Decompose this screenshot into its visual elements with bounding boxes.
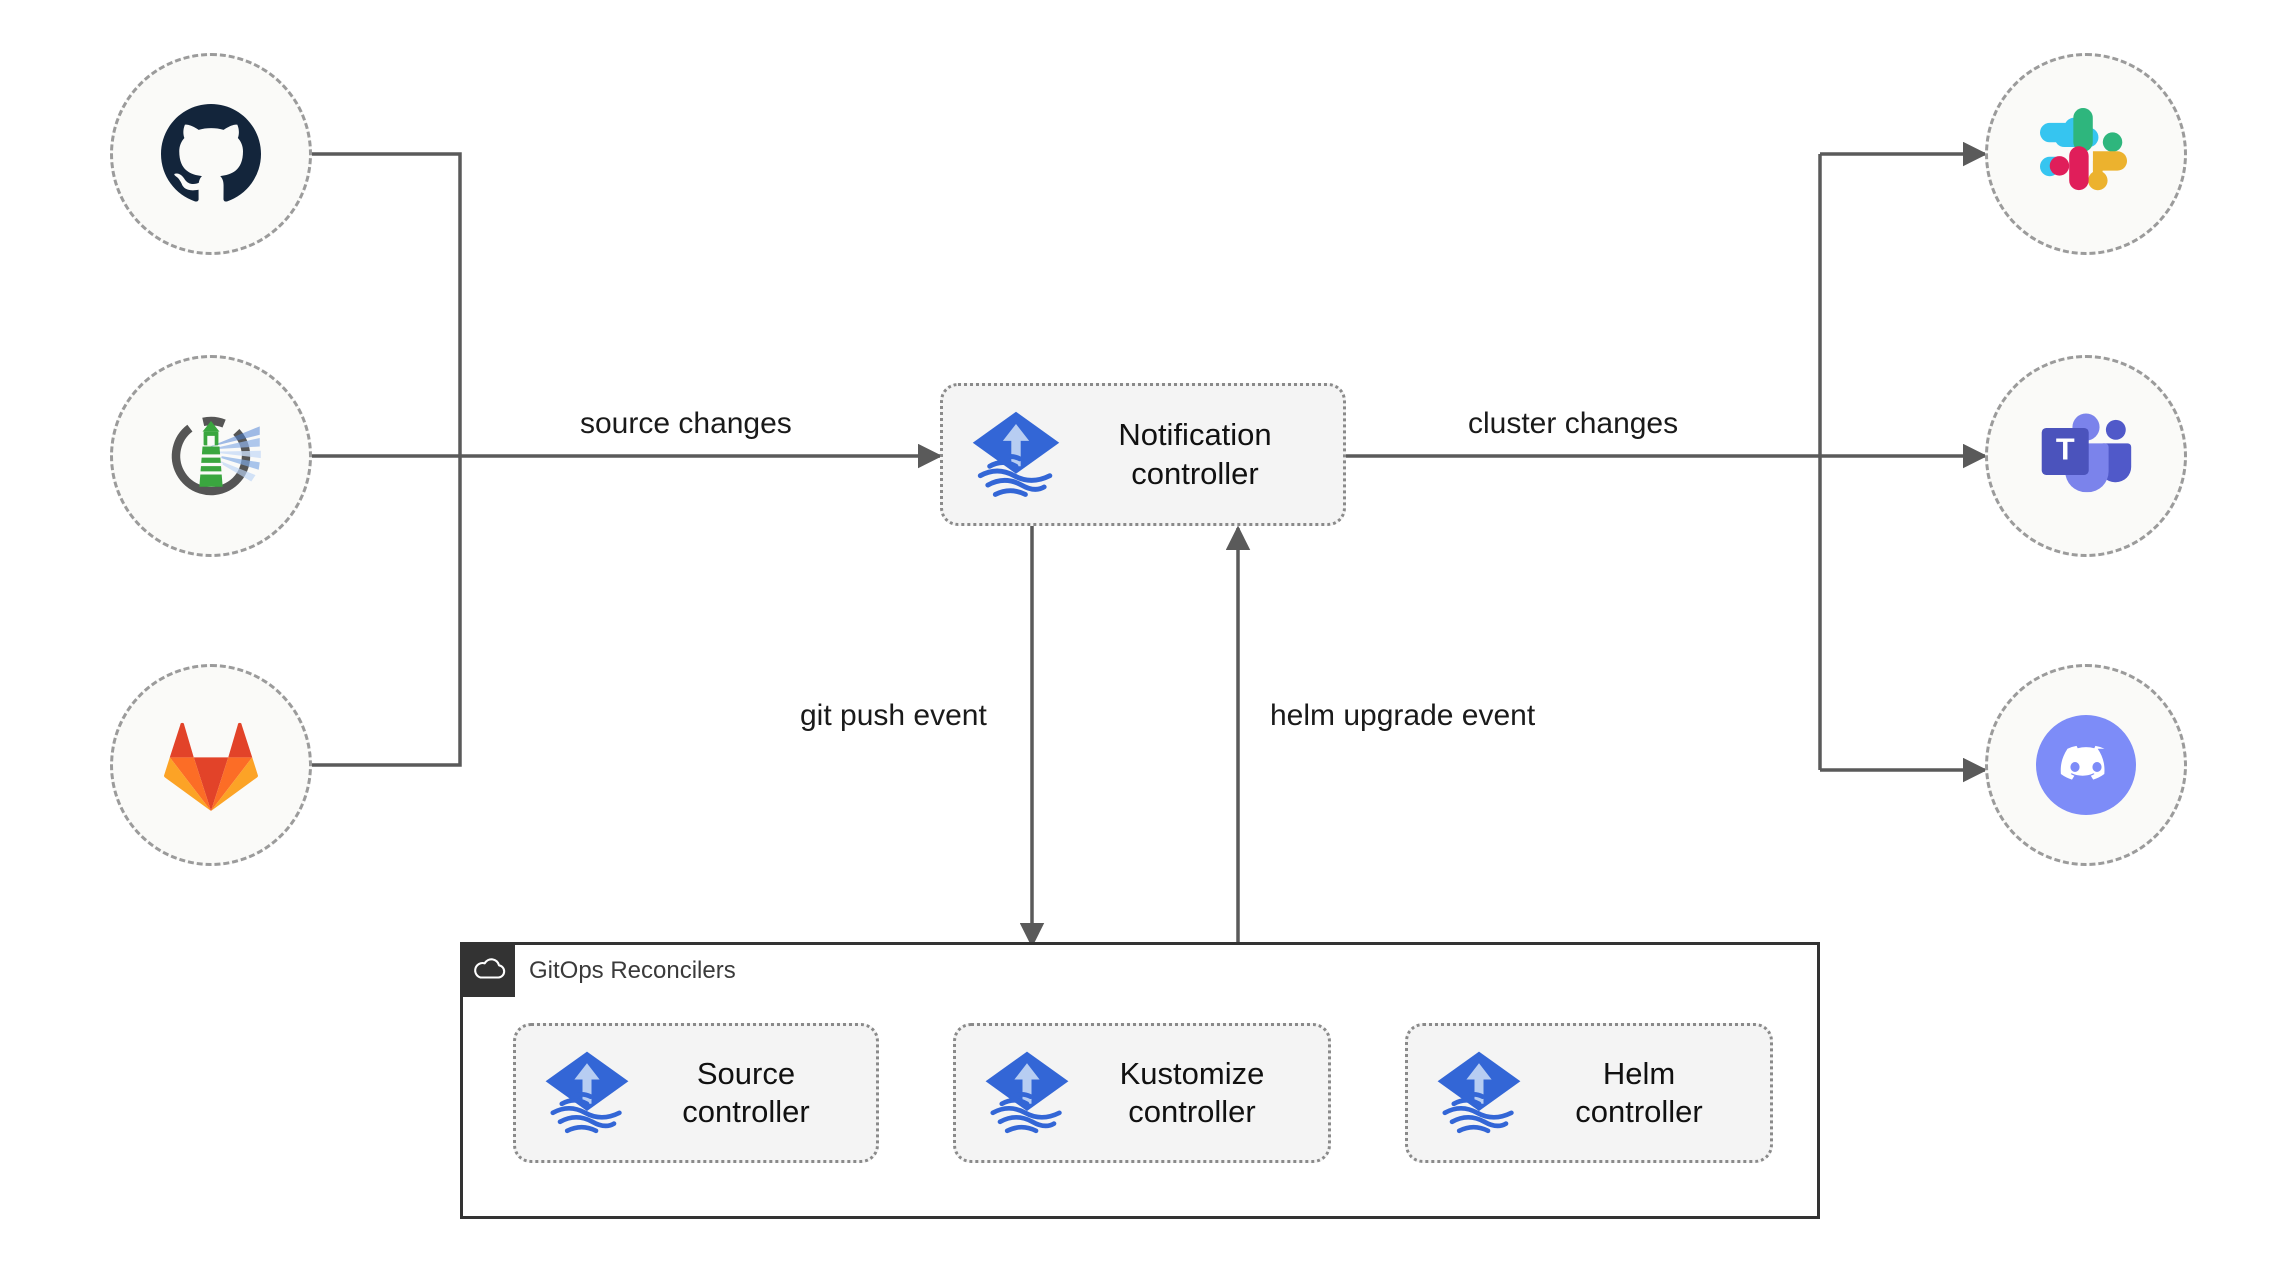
source-node-gitlab[interactable] (110, 664, 312, 866)
gitlab-icon (163, 719, 259, 811)
wire-github-to-bus (311, 152, 462, 456)
helm-controller-label: Helm controller (1575, 1055, 1703, 1129)
svg-text:T: T (2056, 432, 2075, 467)
target-node-discord[interactable] (1985, 664, 2187, 866)
gitops-reconcilers-panel: GitOps Reconcilers Source controller (460, 942, 1820, 1219)
target-node-teams[interactable]: T (1985, 355, 2187, 557)
target-node-slack[interactable] (1985, 53, 2187, 255)
flux-lighthouse-icon (158, 403, 264, 509)
flux-logo-icon (1434, 1048, 1524, 1138)
notification-controller-label: Notification controller (1118, 417, 1272, 491)
edge-label-cluster-changes: cluster changes (1468, 407, 1679, 440)
notification-controller-box[interactable]: Notification controller (940, 383, 1346, 526)
edge-label-source-changes: source changes (580, 407, 792, 440)
edge-label-helm-upgrade-event: helm upgrade event (1270, 699, 1536, 732)
gitops-panel-title: GitOps Reconcilers (529, 957, 736, 984)
edge-label-git-push-event: git push event (800, 699, 987, 732)
source-controller-box[interactable]: Source controller (513, 1023, 879, 1163)
microsoft-teams-icon: T (2036, 409, 2136, 503)
flux-logo-icon (982, 1048, 1072, 1138)
discord-icon (2031, 710, 2141, 820)
slack-icon (2039, 108, 2132, 200)
flux-logo-icon (542, 1048, 632, 1138)
source-controller-label: Source controller (682, 1055, 810, 1129)
kustomize-controller-label: Kustomize controller (1119, 1055, 1265, 1129)
source-node-flux[interactable] (110, 355, 312, 557)
kustomize-controller-box[interactable]: Kustomize controller (953, 1023, 1331, 1163)
cloud-icon (472, 957, 506, 986)
flux-logo-icon (969, 408, 1063, 502)
source-node-github[interactable] (110, 53, 312, 255)
helm-controller-box[interactable]: Helm controller (1405, 1023, 1773, 1163)
github-icon (161, 104, 261, 204)
wire-gitlab-to-bus (311, 456, 462, 767)
cloud-badge (463, 945, 515, 997)
